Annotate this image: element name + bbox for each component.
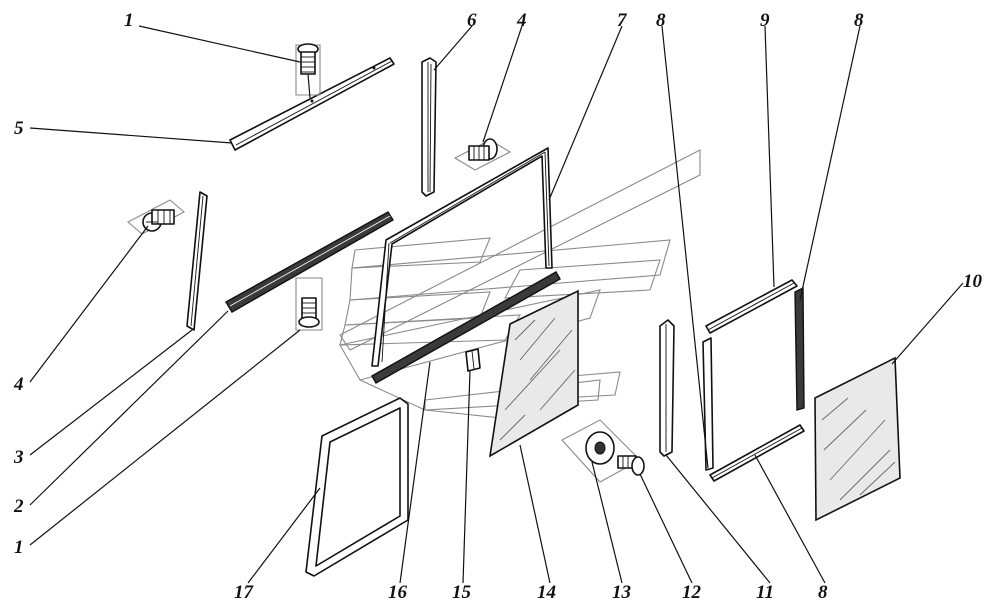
part-8-seal-right bbox=[794, 286, 805, 411]
part-5-flat-strip bbox=[229, 57, 395, 151]
part-8-seal-left bbox=[702, 337, 714, 471]
label-9: 9 bbox=[760, 10, 770, 31]
part-4-screw-top bbox=[453, 138, 512, 171]
label-12: 12 bbox=[682, 582, 702, 603]
label-1-top: 1 bbox=[124, 10, 134, 31]
label-14: 14 bbox=[537, 582, 556, 603]
label-8-bottom: 8 bbox=[818, 582, 828, 603]
part-3-narrow-strip bbox=[186, 191, 208, 331]
part-7-window-frame bbox=[371, 147, 553, 367]
part-2-diagonal-rail bbox=[225, 211, 394, 313]
label-1-left: 1 bbox=[14, 537, 24, 558]
label-6: 6 bbox=[467, 10, 477, 31]
label-4-left: 4 bbox=[13, 374, 24, 395]
label-15: 15 bbox=[452, 582, 472, 603]
part-17-lower-frame bbox=[305, 397, 409, 577]
part-10-glass-panel bbox=[814, 356, 901, 522]
label-8-top-left: 8 bbox=[656, 10, 666, 31]
part-6-vertical-channel bbox=[421, 57, 437, 197]
label-17: 17 bbox=[234, 582, 255, 603]
part-14-glass-panel bbox=[488, 289, 579, 458]
part-13-washer bbox=[561, 419, 641, 483]
part-12-bolt bbox=[617, 455, 645, 476]
part-16-seal-rail bbox=[371, 271, 561, 384]
label-7: 7 bbox=[617, 10, 628, 31]
label-13: 13 bbox=[612, 582, 631, 603]
label-2: 2 bbox=[13, 496, 24, 517]
part-4-screw-left bbox=[127, 199, 185, 235]
label-4-top: 4 bbox=[516, 10, 527, 31]
part-15-clip bbox=[465, 348, 481, 372]
label-3: 3 bbox=[13, 447, 24, 468]
label-8-top-right: 8 bbox=[854, 10, 864, 31]
part-number-labels: 1 6 4 7 8 9 8 5 10 4 3 2 1 17 16 15 14 1… bbox=[13, 10, 983, 603]
cab-outline-ghost bbox=[339, 149, 701, 421]
label-16: 16 bbox=[388, 582, 408, 603]
part-1-screw-left bbox=[295, 277, 323, 331]
label-11: 11 bbox=[756, 582, 774, 603]
part-11-vertical-seal bbox=[659, 319, 675, 457]
part-8-seal-bottom bbox=[709, 424, 805, 482]
leader-lines bbox=[29, 25, 964, 584]
label-5: 5 bbox=[14, 118, 24, 139]
part-1-screw-top bbox=[295, 43, 321, 99]
label-10: 10 bbox=[963, 271, 983, 292]
part-9-top-rail bbox=[705, 279, 798, 334]
